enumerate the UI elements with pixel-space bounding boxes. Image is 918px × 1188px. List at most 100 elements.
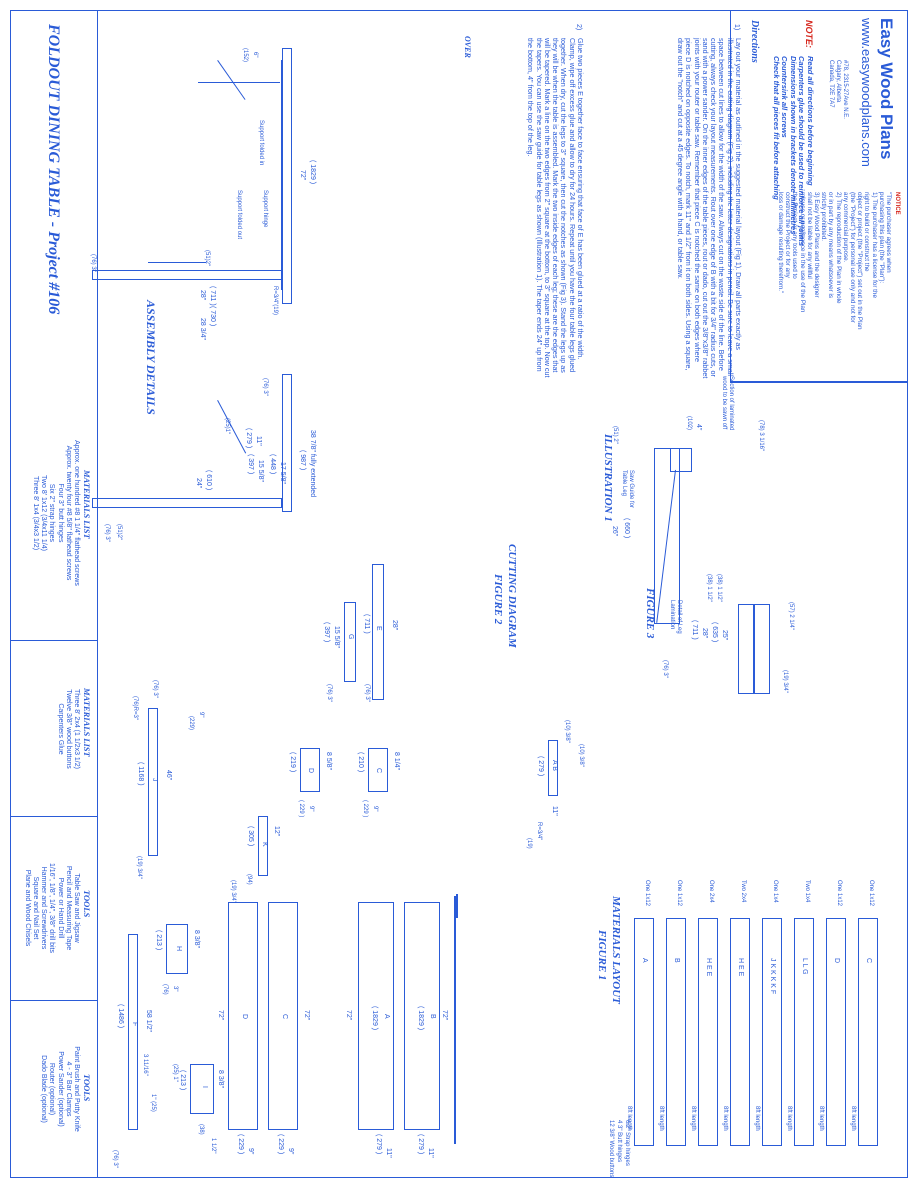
- tools-list-2: Paint Brush and Putty Knife 4 - 3" Bar C…: [39, 1004, 80, 1174]
- cut-piece-label: ( 229 ): [362, 800, 368, 818]
- cut-piece-letter: I: [201, 1086, 208, 1088]
- cut-piece-label: 8 3/8": [193, 930, 200, 949]
- assembly-label: ( 279 ): [245, 428, 252, 449]
- tools-list-1: Table Saw and Jigsaw Pencil and Measurin…: [23, 820, 80, 996]
- assembly-label: ( 1829 ): [309, 160, 316, 185]
- assembly-label: (76) 3": [90, 254, 96, 272]
- layout-row-length: 8ft length: [818, 1106, 824, 1131]
- layout-row-board: [794, 918, 814, 1146]
- cut-piece-letter: J: [151, 778, 158, 782]
- tools-item: Router (optional): [48, 1062, 56, 1116]
- tools-title: TOOLS: [82, 890, 92, 918]
- assembly-label: 28": [199, 290, 206, 301]
- board-width: 11": [427, 1148, 434, 1158]
- layout-row-board: [634, 918, 654, 1146]
- board-a-rect: [454, 896, 456, 1144]
- assembly-label: ( 448 ): [269, 454, 276, 475]
- fig3-caption: FIGURE 3: [644, 588, 656, 639]
- cut-piece-label: 58 1/2": [145, 1010, 152, 1032]
- materials-list-item: Carpenters Glue: [56, 703, 64, 755]
- cut-piece-label: (76) 3": [326, 684, 332, 702]
- assembly-label: (76) 3": [104, 524, 110, 542]
- cut-piece-letter: D: [307, 768, 314, 774]
- cut-piece-label: (19): [526, 838, 532, 849]
- cut-piece-letter: A B: [551, 760, 558, 771]
- notice-line: right to build or construct the: [863, 192, 871, 272]
- cut-piece-label: (19) 3/4": [136, 856, 142, 879]
- assembly-label: Support folded out: [236, 190, 242, 240]
- notice-line: "The purchaser agrees when: [885, 192, 892, 273]
- project-title: FOLDOUT DINING TABLE - Project #106: [45, 24, 62, 315]
- assembly-label: 11": [255, 436, 262, 446]
- layout-hinge-note: 12 3/8" Wood buttons: [608, 1120, 614, 1178]
- cut-piece-letter: C: [375, 768, 382, 774]
- materials-list-item: Three 8' 2x4 (1 1/2x3 1/2): [73, 689, 80, 769]
- notice-line: strictly prohibited.: [820, 192, 828, 241]
- tools-item: Paint Brush and Putty Knife: [73, 1046, 80, 1132]
- assembly-label: (76) 3": [262, 378, 268, 396]
- materials-list-item: Two 8' 1x12 (3/4x11 1/4): [40, 475, 48, 551]
- assembly-label: (25)1": [224, 418, 230, 435]
- board-label: 72": [345, 1010, 352, 1021]
- cut-piece-label: (10) 3/8": [578, 744, 584, 767]
- assembly-apron: [280, 60, 282, 290]
- cutting-caption-1: CUTTING DIAGRAM: [506, 544, 518, 648]
- tools-item: 1/16", 1/8", 1/4", 3/8" drill bits: [48, 862, 56, 954]
- layout-row-qty: One 1x12: [644, 880, 650, 907]
- notice-line: or in part by any means whatsoever is: [827, 192, 835, 299]
- layout-row-parts: A: [641, 958, 648, 963]
- assembly-label: 17 5/8": [279, 462, 286, 484]
- bottom-divider: [96, 382, 98, 1178]
- assembly-extended-top: [282, 374, 292, 512]
- assembly-label: Support hinge: [262, 190, 268, 228]
- assembly-label: ( 730 ): [209, 306, 216, 327]
- fig3-dim: ( 635 ): [711, 622, 718, 643]
- cut-piece-e: [372, 564, 384, 700]
- layout-row-length: 8ft length: [754, 1106, 760, 1131]
- bottom-col-1: [10, 640, 98, 642]
- layout-row-parts: C: [865, 958, 872, 964]
- directions-title: Directions: [749, 20, 760, 63]
- notice-line: (the "Project") for personal use only an…: [848, 192, 856, 323]
- layout-caption-2: FIGURE 1: [596, 930, 608, 981]
- assembly-label: (51)2": [204, 250, 210, 267]
- fig3-dim: (57) 2 1/4": [788, 602, 794, 630]
- fig3-detail: Detail of Leg Lamination: [669, 600, 682, 634]
- assembly-label: ( 397 ): [247, 454, 254, 475]
- layout-row-parts: L L G: [801, 958, 808, 975]
- cutting-caption-2: FIGURE 2: [492, 574, 504, 625]
- brand-url[interactable]: www.easywoodplans.com: [859, 18, 874, 167]
- board-label: 72": [217, 1010, 224, 1021]
- cut-piece-label: ( 210 ): [357, 752, 364, 773]
- assembly-label: (152): [242, 48, 248, 63]
- layout-row-parts: H E E: [705, 958, 712, 977]
- cut-piece-label: 9": [372, 806, 378, 812]
- tools-item: Power Sander (optional): [56, 1051, 64, 1127]
- layout-row-length: 8ft length: [626, 1106, 632, 1131]
- assembly-extended-leg: [92, 498, 282, 508]
- cut-piece-j: [148, 708, 158, 856]
- board-width: 9": [287, 1148, 294, 1155]
- title-divider: [96, 10, 98, 382]
- bottom-col-2: [10, 816, 98, 818]
- layout-row-board: [666, 918, 686, 1146]
- assembly-label: (51)2": [116, 524, 122, 541]
- note-line: Countersink all screws: [780, 56, 790, 138]
- layout-row-board: [698, 918, 718, 1146]
- notice-line: object or project (the "Project") set ou…: [856, 192, 864, 330]
- note-text: Read all directions before beginning Car…: [771, 56, 815, 376]
- cut-piece-label: ( 397 ): [323, 622, 330, 643]
- board-letter: A: [383, 1014, 390, 1019]
- materials-list-2: Three 8' 2x4 (1 1/2x3 1/2) Twelve 3/8" w…: [55, 646, 80, 812]
- cut-piece-label: (10) 3/8": [564, 720, 570, 743]
- materials-list-1: Approx. one hundred #8 1 1/4" flathead s…: [31, 390, 80, 636]
- assembly-label: ( 711 ): [209, 286, 216, 306]
- brand-name: Easy Wood Plans: [877, 18, 896, 160]
- layout-row-qty: One 1x12: [836, 880, 842, 907]
- cut-piece-label: ( 219 ): [289, 752, 296, 773]
- board-width: ( 229 ): [277, 1134, 284, 1155]
- board-width: 9": [247, 1148, 254, 1155]
- cut-piece-label: 12": [273, 826, 280, 837]
- cut-piece-letter: G: [347, 634, 354, 640]
